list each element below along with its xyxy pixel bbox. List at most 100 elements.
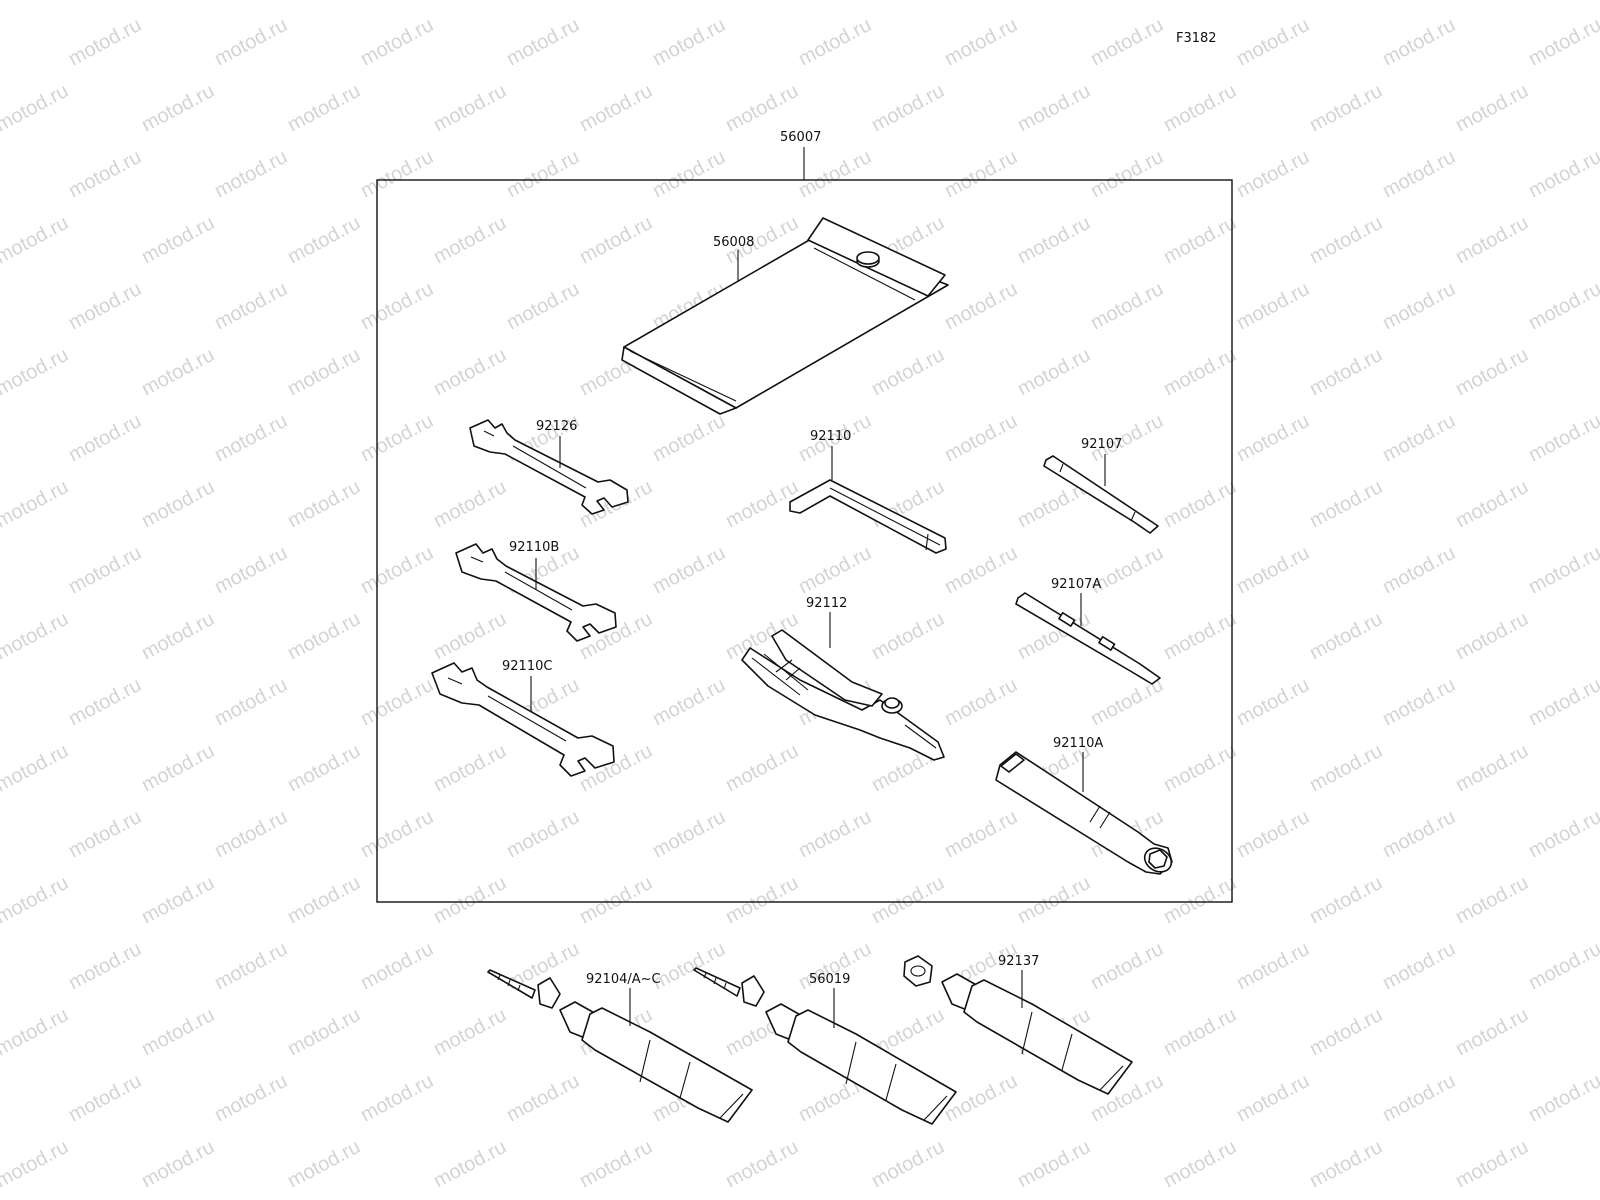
callout-tube-1[interactable]: 92104/A~C xyxy=(586,972,661,987)
watermark-text: motod.ru xyxy=(941,674,1021,730)
watermark-text: motod.ru xyxy=(430,212,510,268)
watermark-text: motod.ru xyxy=(65,938,145,994)
tool-pouch[interactable] xyxy=(621,217,949,415)
watermark-text: motod.ru xyxy=(1379,278,1459,334)
watermark-text: motod.ru xyxy=(503,1070,583,1126)
watermark-text: motod.ru xyxy=(1306,0,1386,4)
watermark-text: motod.ru xyxy=(284,0,364,4)
watermark-text: motod.ru xyxy=(357,674,437,730)
callout-kit[interactable]: 56007 xyxy=(780,130,821,145)
callout-wrench-a[interactable]: 92126 xyxy=(536,419,577,434)
hex-key[interactable] xyxy=(789,479,947,554)
callout-tube-3[interactable]: 92137 xyxy=(998,954,1039,969)
watermark-text: motod.ru xyxy=(1306,608,1386,664)
callout-hex-key[interactable]: 92110 xyxy=(810,429,851,444)
watermark-text: motod.ru xyxy=(430,1004,510,1060)
watermark-text: motod.ru xyxy=(1233,14,1313,70)
watermark-text: motod.ru xyxy=(1379,14,1459,70)
watermark-text: motod.ru xyxy=(65,806,145,862)
watermark-text: motod.ru xyxy=(868,80,948,136)
watermark-text: motod.ru xyxy=(649,674,729,730)
watermark-text: motod.ru xyxy=(795,806,875,862)
watermark-text: motod.ru xyxy=(722,1136,802,1192)
callout-plug-wrench[interactable]: 92110A xyxy=(1053,736,1103,751)
grease-tube-1[interactable] xyxy=(487,969,753,1123)
figure-id: F3182 xyxy=(1176,31,1217,46)
callout-wrench-b[interactable]: 92110B xyxy=(509,540,559,555)
watermark-text: motod.ru xyxy=(1452,1136,1532,1192)
watermark-text: motod.ru xyxy=(430,740,510,796)
watermark-text: motod.ru xyxy=(868,608,948,664)
watermark-text: motod.ru xyxy=(576,1136,656,1192)
watermark-text: motod.ru xyxy=(0,740,72,796)
grease-tube-3[interactable] xyxy=(903,955,1133,1095)
driver-handle[interactable] xyxy=(1015,592,1161,685)
callout-pliers[interactable]: 92112 xyxy=(806,596,847,611)
watermark-text: motod.ru xyxy=(138,1004,218,1060)
watermark-text: motod.ru xyxy=(868,872,948,928)
watermark-text: motod.ru xyxy=(65,674,145,730)
watermark-text: motod.ru xyxy=(1525,674,1600,730)
watermark-text: motod.ru xyxy=(1160,212,1240,268)
watermark-text: motod.ru xyxy=(357,14,437,70)
watermark-text: motod.ru xyxy=(1452,476,1532,532)
watermark-text: motod.ru xyxy=(284,1004,364,1060)
pliers[interactable] xyxy=(741,629,945,761)
watermark-text: motod.ru xyxy=(1160,872,1240,928)
watermark-text: motod.ru xyxy=(0,1004,72,1060)
watermark-text: motod.ru xyxy=(0,344,72,400)
callout-driver-handle[interactable]: 92107A xyxy=(1051,577,1101,592)
watermark-text: motod.ru xyxy=(65,1070,145,1126)
watermark-text: motod.ru xyxy=(1087,278,1167,334)
watermark-text: motod.ru xyxy=(1452,0,1532,4)
watermark-text: motod.ru xyxy=(0,212,72,268)
callout-pouch[interactable]: 56008 xyxy=(713,235,754,250)
watermark-text: motod.ru xyxy=(138,476,218,532)
watermark-text: motod.ru xyxy=(138,80,218,136)
watermark-text: motod.ru xyxy=(1452,344,1532,400)
watermark-text: motod.ru xyxy=(941,542,1021,598)
callout-tube-2[interactable]: 56019 xyxy=(809,972,850,987)
watermark-text: motod.ru xyxy=(1306,872,1386,928)
watermark-text: motod.ru xyxy=(1233,806,1313,862)
watermark-text: motod.ru xyxy=(1306,1136,1386,1192)
watermark-text: motod.ru xyxy=(1525,14,1600,70)
watermark-text: motod.ru xyxy=(211,410,291,466)
wrench-92110c[interactable] xyxy=(431,662,615,777)
wrench-92126[interactable] xyxy=(469,419,629,515)
watermark-text: motod.ru xyxy=(1233,674,1313,730)
watermark-text: motod.ru xyxy=(722,872,802,928)
watermark-text: motod.ru xyxy=(1379,938,1459,994)
watermark-text: motod.ru xyxy=(1379,806,1459,862)
plug-wrench[interactable] xyxy=(995,751,1176,877)
grease-tube-2[interactable] xyxy=(693,967,957,1125)
watermark-text: motod.ru xyxy=(941,1070,1021,1126)
watermark-text: motod.ru xyxy=(941,806,1021,862)
watermark-text: motod.ru xyxy=(65,410,145,466)
watermark-text: motod.ru xyxy=(1160,608,1240,664)
watermark-text: motod.ru xyxy=(0,80,72,136)
driver-bit[interactable] xyxy=(1043,455,1159,534)
watermark-text: motod.ru xyxy=(284,740,364,796)
watermark-text: motod.ru xyxy=(357,806,437,862)
watermark-text: motod.ru xyxy=(357,278,437,334)
watermark-text: motod.ru xyxy=(722,80,802,136)
watermark-text: motod.ru xyxy=(1160,740,1240,796)
watermark-text: motod.ru xyxy=(357,146,437,202)
watermark-text: motod.ru xyxy=(0,1136,72,1192)
watermark-text: motod.ru xyxy=(1233,938,1313,994)
watermark-text: motod.ru xyxy=(649,410,729,466)
callout-driver-bit[interactable]: 92107 xyxy=(1081,437,1122,452)
watermark-text: motod.ru xyxy=(138,608,218,664)
watermark-text: motod.ru xyxy=(211,1070,291,1126)
watermark-text: motod.ru xyxy=(284,1136,364,1192)
watermark-text: motod.ru xyxy=(1452,212,1532,268)
watermark-text: motod.ru xyxy=(576,80,656,136)
watermark-text: motod.ru xyxy=(1452,80,1532,136)
watermark-text: motod.ru xyxy=(430,344,510,400)
watermark-text: motod.ru xyxy=(284,212,364,268)
watermark-text: motod.ru xyxy=(1233,278,1313,334)
watermark-text: motod.ru xyxy=(430,1136,510,1192)
callout-wrench-c[interactable]: 92110C xyxy=(502,659,552,674)
wrench-92110b[interactable] xyxy=(455,543,617,642)
